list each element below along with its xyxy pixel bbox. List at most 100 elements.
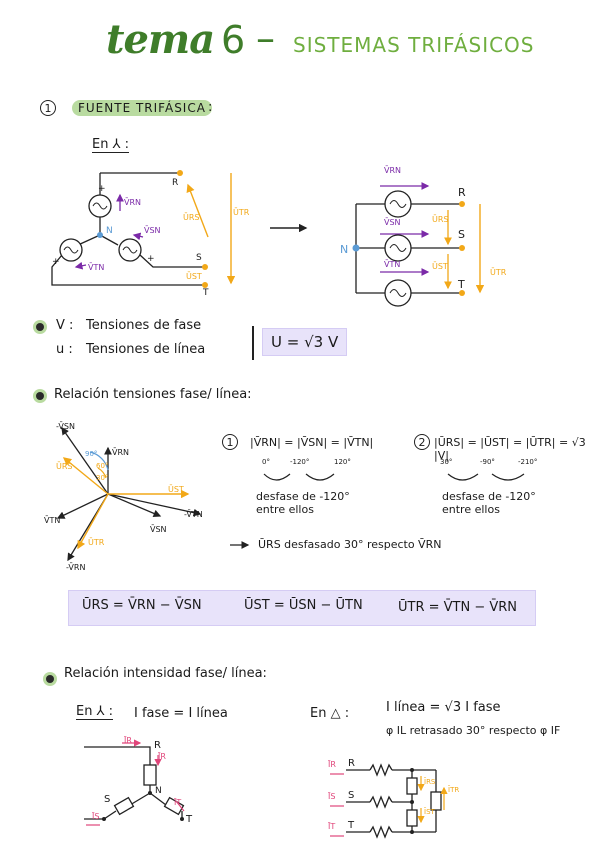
star-current-label: En ⅄ : [76,704,114,720]
terminal-s-label: S [196,253,202,263]
item1-angle-0: 0° [262,458,270,466]
delta-ist-label: ĪST [424,808,435,816]
delta-it-label: ĪT [328,822,336,831]
item1-angle-1: -120° [290,458,310,466]
def-v-text: Tensiones de fase [86,318,202,333]
terminal-t-label: T [203,288,209,298]
delta-load-circuit [330,763,448,839]
def-u-symbol: u : [56,342,73,357]
def-u-text: Tensiones de línea [86,342,206,357]
neg-vrn-label: -V̄RN [66,563,86,572]
ust-label: ŪST [186,272,202,281]
vtn-label: V̄TN [88,263,105,272]
star-connection-label: En ⅄ : [92,137,130,153]
item2-angle-0: 30° [440,458,453,466]
section2-heading: Relación tensiones fase/ línea: [54,387,252,402]
delta-current-eq: I línea = √3 I fase [386,700,501,715]
neg-vsn-label: -V̄SN [56,422,75,431]
vrn-phasor-label: V̄RN [112,448,130,457]
item1-note: desfase de -120° entre ellos [256,490,350,516]
urs-phasor-label: ŪRS [56,462,73,471]
it-label: ĪT [174,798,182,807]
vsn-label-right: V̄SN [384,218,401,227]
vtn-label-right: V̄TN [384,260,401,269]
bullet-icon [46,675,54,683]
terminal-s-label-right: S [458,228,465,241]
neutral-label: N [106,226,113,236]
ir-label-1: ĪR [124,736,132,745]
item1-equation: |V̄RN| = |V̄SN| = |V̄TN| [250,436,374,449]
delta-irs-label: ĪRS [424,778,436,786]
utr-label: ŪTR [233,208,250,217]
delta-current-label: En △ : [310,706,350,721]
formula-panel [68,590,536,626]
voltage-relation-box: U = √3 V [262,328,348,356]
star-t-label: T [186,814,193,825]
delta-r-label: R [348,758,355,769]
delta-phase-note: φ IL retrasado 30° respecto φ IF [386,724,561,737]
formula-ust: ŪST = ŪSN − ŪTN [244,598,363,613]
ust-label-right: ŪST [432,262,448,271]
angle-60: 60° [96,462,109,470]
vsn-phasor-label: V̄SN [150,525,167,534]
title-number: 6 [221,18,246,62]
arrow-right-icon [230,541,250,549]
item2-note: desfase de -120° entre ellos [442,490,536,516]
item1-angle-2: 120° [334,458,351,466]
item1-curves [263,473,335,481]
plus-sign-3: + [147,254,155,264]
item1-badge: 1 [222,434,238,450]
formula-urs: ŪRS = V̄RN − V̄SN [82,598,202,613]
bullet-icon [36,392,44,400]
terminal-r-label: R [172,178,179,188]
vrn-label-right: V̄RN [384,166,402,175]
star-source-parallel-diagram [352,182,485,307]
item2-curves [447,473,525,481]
star-r-label: R [154,740,161,751]
plus-sign-1: + [98,184,106,194]
title-subtitle: SISTEMAS TRIFÁSICOS [293,33,535,57]
star-current-eq: I fase = I línea [134,706,228,721]
vsn-label: V̄SN [144,226,161,235]
section3-heading: Relación intensidad fase/ línea: [64,666,267,681]
neutral-label-right: N [340,243,349,256]
phase-shift-note: ŪRS desfasado 30° respecto V̄RN [258,538,442,551]
is-label: ĪS [92,812,100,821]
star-load-circuit [84,739,185,826]
star-source-diagram [51,170,236,288]
section-number-badge: 1 [40,100,56,116]
title-dash: – [256,16,275,60]
transform-arrow-icon [270,223,308,233]
star-n-label: N [155,786,162,796]
ir-label-2: ĪR [158,752,166,761]
urs-label: ŪRS [183,213,200,222]
section1-colon: : [208,100,213,115]
divider [252,326,254,360]
def-v-symbol: V : [56,318,74,333]
bullet-icon [36,323,44,331]
delta-is-label: ĪS [328,792,336,801]
utr-phasor-label: ŪTR [88,538,105,547]
delta-s-label: S [348,790,355,801]
urs-label-right: ŪRS [432,215,449,224]
terminal-t-label-right: T [458,278,465,291]
star-s-label: S [104,794,111,805]
angle-30: 30° [96,474,109,482]
vrn-label: V̄RN [124,198,142,207]
phasor-diagram [56,426,202,562]
angle-90: 90° [85,450,98,458]
section1-heading: FUENTE TRIFÁSICA [72,100,212,116]
plus-sign-2: + [52,257,60,267]
neg-vtn-label: -V̄TN [184,510,203,519]
title-tema: tema [106,16,215,63]
item2-angle-2: -210° [518,458,538,466]
delta-itr-label: ĪTR [448,786,460,794]
ust-phasor-label: ŪST [168,485,184,494]
vtn-phasor-label: V̄TN [44,516,61,525]
item2-equation: |ŪRS| = |ŪST| = |ŪTR| = √3 |V| [434,436,586,462]
item2-badge: 2 [414,434,430,450]
formula-utr: ŪTR = V̄TN − V̄RN [398,600,518,615]
utr-label-right: ŪTR [490,268,507,277]
item2-angle-1: -90° [480,458,495,466]
delta-t-label: T [348,820,355,831]
